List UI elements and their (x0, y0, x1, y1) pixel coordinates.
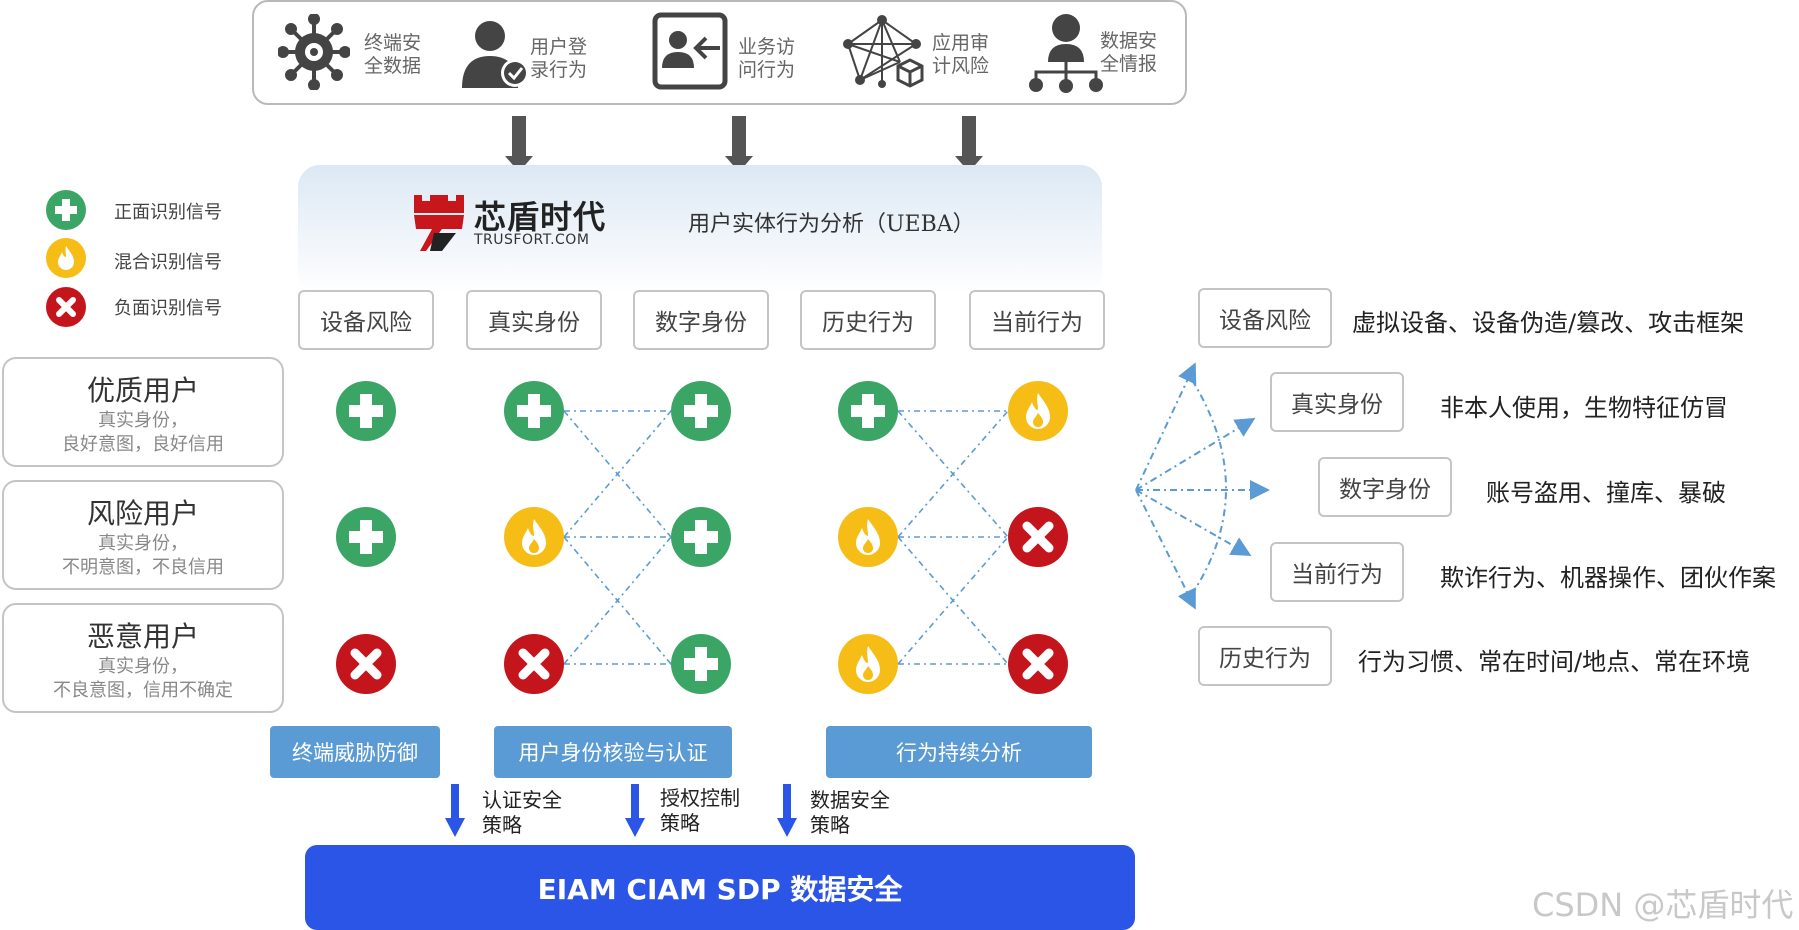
legend-mixed-icon (46, 238, 86, 278)
user-desc-line1: 真实身份， (98, 410, 188, 431)
signal-connection (563, 410, 672, 538)
legend-positive-icon (46, 190, 86, 230)
policy-arrow-1 (445, 784, 465, 837)
user-card-risk: 风险用户 真实身份， 不明意图，不良信用 (2, 480, 284, 590)
signal-mixed-icon (838, 634, 898, 694)
policy-auth: 认证安全策略 (482, 788, 562, 837)
risk-label-history-behavior: 历史行为 (1198, 626, 1332, 686)
trusfort-logo (414, 195, 464, 251)
signal-positive-icon (838, 381, 898, 441)
signal-mixed-icon (1008, 381, 1068, 441)
signal-positive-icon (671, 507, 731, 567)
signal-mixed-icon (504, 507, 564, 567)
network-cube-icon (843, 15, 924, 88)
user-desc-line2: 良好意图，良好信用 (62, 434, 224, 455)
risk-label-device: 设备风险 (1198, 288, 1332, 348)
risk-desc-digital-identity: 账号盗用、撞库、暴破 (1486, 479, 1726, 507)
signal-positive-icon (671, 634, 731, 694)
dimension-device-risk: 设备风险 (298, 290, 434, 350)
virus-icon (278, 14, 350, 90)
ueba-title: 用户实体行为分析（UEBA） (688, 212, 975, 237)
brand-name: 芯盾时代 (474, 198, 607, 236)
signal-positive-icon (504, 381, 564, 441)
user-card-quality: 优质用户 真实身份， 良好意图，良好信用 (2, 357, 284, 467)
signal-negative-icon (1008, 507, 1068, 567)
signal-negative-icon (504, 634, 564, 694)
access-card-icon (652, 12, 728, 90)
dimension-real-identity: 真实身份 (466, 290, 602, 350)
risk-fan-arrows (1135, 362, 1270, 610)
source-label-audit: 应用审计风险 (932, 32, 990, 77)
user-desc-line1: 真实身份， (98, 656, 188, 677)
user-title: 风险用户 (86, 497, 199, 530)
source-label-login: 用户登录行为 (530, 36, 588, 81)
org-tree-icon (1029, 14, 1103, 93)
dimension-current-behavior: 当前行为 (969, 290, 1105, 350)
risk-desc-history-behavior: 行为习惯、常在时间/地点、常在环境 (1358, 648, 1751, 676)
legend-negative-label: 负面识别信号 (114, 298, 222, 319)
dimension-history-behavior: 历史行为 (800, 290, 936, 350)
stage-endpoint-defense: 终端威胁防御 (270, 726, 440, 778)
source-label-intel: 数据安全情报 (1100, 30, 1158, 75)
legend-positive-label: 正面识别信号 (114, 202, 222, 223)
user-desc-line2: 不良意图，信用不确定 (53, 680, 233, 701)
source-label-access: 业务访问行为 (738, 36, 796, 81)
dimension-digital-identity: 数字身份 (633, 290, 769, 350)
signal-negative-icon (336, 634, 396, 694)
signal-positive-icon (336, 381, 396, 441)
risk-desc-current-behavior: 欺诈行为、机器操作、团伙作案 (1440, 564, 1776, 592)
signal-connection (563, 536, 672, 665)
stage-behavior-analysis: 行为持续分析 (826, 726, 1092, 778)
policy-arrow-2 (625, 784, 645, 837)
legend-mixed-label: 混合识别信号 (114, 252, 222, 273)
policy-data: 数据安全策略 (810, 788, 890, 837)
source-label-endpoint: 终端安全数据 (364, 32, 422, 77)
user-desc-line2: 不明意图，不良信用 (62, 557, 224, 578)
risk-label-current-behavior: 当前行为 (1270, 542, 1404, 602)
risk-label-digital-identity: 数字身份 (1318, 457, 1452, 517)
legend-negative-icon (46, 287, 86, 327)
signal-positive-icon (336, 507, 396, 567)
signal-negative-icon (1008, 634, 1068, 694)
signal-mixed-icon (838, 507, 898, 567)
bottom-platform-bar: EIAM CIAM SDP 数据安全 (305, 845, 1135, 930)
signal-connection (897, 536, 1009, 665)
user-desc-line1: 真实身份， (98, 533, 188, 554)
user-check-icon (462, 21, 529, 88)
risk-desc-device: 虚拟设备、设备伪造/篡改、攻击框架 (1352, 309, 1745, 337)
policy-arrow-3 (777, 784, 797, 837)
signal-connection (897, 410, 1009, 538)
risk-label-real-identity: 真实身份 (1270, 372, 1404, 432)
policy-authorization: 授权控制策略 (660, 786, 740, 835)
user-title: 恶意用户 (86, 620, 199, 653)
stage-identity-verification: 用户身份核验与认证 (494, 726, 732, 778)
user-title: 优质用户 (86, 374, 199, 407)
signal-positive-icon (671, 381, 731, 441)
brand-url: TRUSFORT.COM (474, 232, 590, 248)
watermark: CSDN @芯盾时代 (1532, 886, 1794, 924)
user-card-malicious: 恶意用户 真实身份， 不良意图，信用不确定 (2, 603, 284, 713)
risk-desc-real-identity: 非本人使用，生物特征仿冒 (1440, 394, 1728, 422)
